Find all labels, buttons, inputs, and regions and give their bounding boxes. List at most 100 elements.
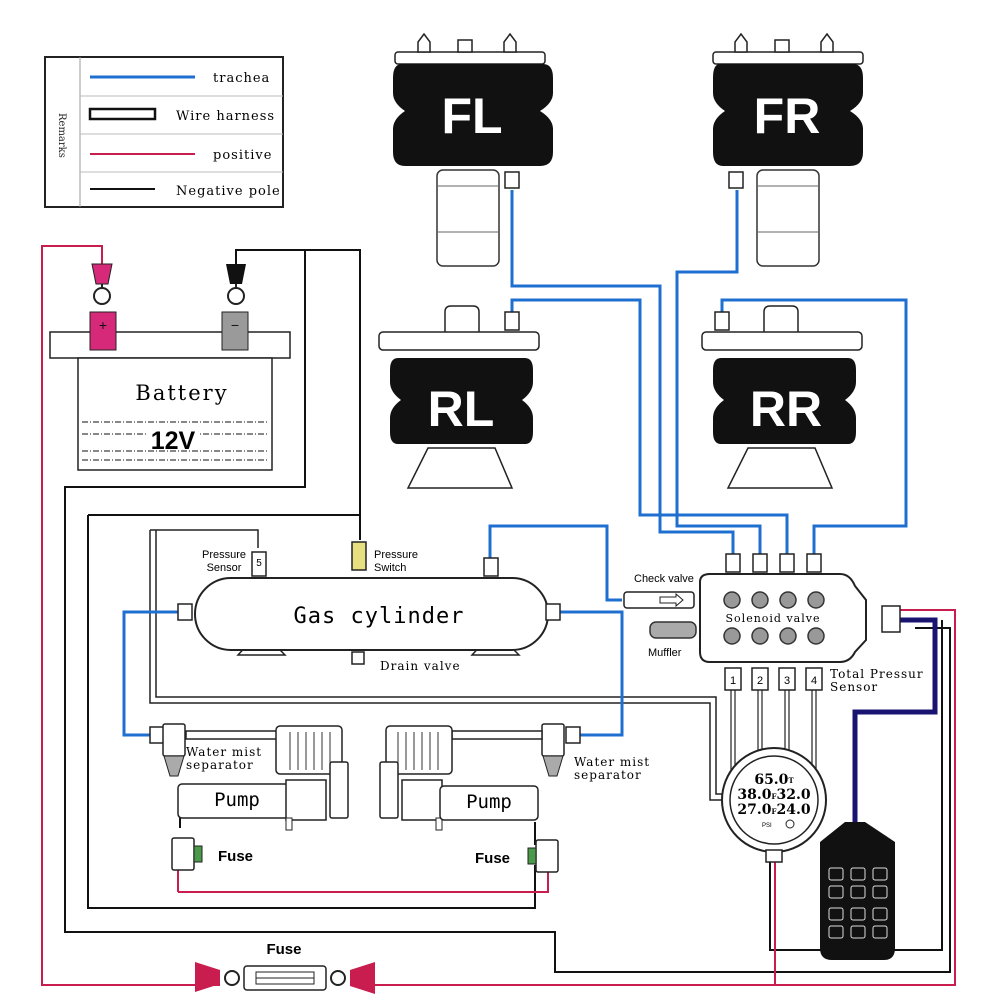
legend-trachea-label: trachea	[213, 71, 270, 86]
remote-button-1[interactable]	[828, 867, 844, 881]
remote-button-10[interactable]	[828, 925, 844, 939]
gauge-mid-left: 38.0	[737, 787, 771, 803]
remote-control	[820, 822, 895, 960]
solenoid-4b	[807, 627, 825, 645]
solenoid-3b	[779, 627, 797, 645]
gauge-bottom-right: 24.0	[776, 802, 810, 818]
main-fuse: Fuse	[195, 941, 375, 994]
left-separator-fitting	[149, 726, 165, 744]
right-water-mist-separator	[541, 723, 565, 757]
battery-negative-terminal	[221, 311, 249, 351]
battery-negative-symbol: −	[231, 317, 239, 333]
remote-cable	[852, 617, 938, 822]
svg-text:38.0F32.0: 38.0F32.0	[737, 787, 810, 803]
right-separator-label-line2: separator	[574, 768, 642, 782]
battery-positive-terminal	[89, 311, 117, 351]
legend-wire-harness-label: Wire harness	[176, 109, 275, 124]
positive-wiring	[41, 245, 956, 986]
gauge-button[interactable]	[785, 819, 795, 829]
total-pressure-sensor-label-line1: Total Pressur	[830, 667, 924, 681]
remote-button-5[interactable]	[850, 885, 866, 899]
gauge-mid-right: 32.0	[776, 787, 810, 803]
positive-ring-terminal	[91, 263, 113, 285]
drain-valve	[351, 651, 365, 665]
solenoid-2b	[751, 627, 769, 645]
gauge-bottom-left: 27.0	[737, 802, 771, 818]
remote-button-9[interactable]	[872, 907, 888, 921]
negative-ring-terminal	[226, 264, 246, 284]
gauge-bottom-unit: F	[772, 807, 777, 816]
solenoid-2a	[751, 591, 769, 609]
sensor-port-3: 3	[784, 675, 790, 687]
valve-block: Solenoid valve Check valve Muffler 1 2 3…	[623, 553, 924, 770]
gauge-top-value: 65.0	[754, 772, 788, 788]
check-valve-label: Check valve	[634, 573, 694, 585]
left-compressor-head	[275, 725, 343, 775]
sensor-port-2: 2	[757, 675, 763, 687]
remote-button-12[interactable]	[872, 925, 888, 939]
pressure-switch-label-line2: Switch	[374, 562, 406, 574]
battery: + − Battery 12V	[49, 263, 291, 471]
valve-port-4	[806, 553, 822, 573]
gauge-mid-unit: F	[772, 792, 777, 801]
remote-button-11[interactable]	[850, 925, 866, 939]
right-fuse-label: Fuse	[475, 850, 510, 867]
remote-button-6[interactable]	[872, 885, 888, 899]
right-compressor-head	[385, 725, 453, 775]
sensor-port-4: 4	[811, 675, 817, 687]
valve-port-1	[725, 553, 741, 573]
air-spring-fl: FL	[393, 32, 553, 267]
svg-text:65.0T: 65.0T	[754, 772, 794, 788]
left-fuse	[171, 837, 195, 871]
air-spring-rl-fitting	[504, 311, 520, 331]
air-spring-fr-fitting	[728, 171, 744, 189]
pressure-gauge: 65.0T 38.0F32.0 27.0F24.0 PSI	[721, 747, 827, 863]
sensor-port-1: 1	[730, 675, 736, 687]
legend-heading: Remarks	[56, 113, 67, 158]
legend-negative-label: Negative pole	[176, 184, 281, 199]
air-spring-rr-fitting	[714, 311, 730, 331]
remote-button-7[interactable]	[828, 907, 844, 921]
svg-text:27.0F24.0: 27.0F24.0	[737, 802, 810, 818]
pressure-sensor	[251, 551, 267, 577]
remote-button-4[interactable]	[828, 885, 844, 899]
remote-button-2[interactable]	[850, 867, 866, 881]
air-lines	[122, 190, 908, 737]
legend: Remarks trachea Wire harness positive Ne…	[44, 56, 284, 208]
air-spring-fr-label: FR	[754, 88, 821, 144]
gauge-unit: PSI	[762, 823, 772, 829]
air-spring-fl-label: FL	[441, 88, 502, 144]
tank-left-port	[177, 603, 193, 621]
gas-cylinder: Gas cylinder 5 Pressure Sensor Pressure …	[177, 541, 561, 673]
tank-right-port	[545, 603, 561, 621]
left-fuse-label: Fuse	[218, 848, 253, 865]
pressure-sensor-label-line1: Pressure	[202, 549, 246, 561]
legend-positive-label: positive	[213, 148, 272, 163]
pressure-sensor-label-line2: Sensor	[207, 562, 242, 574]
right-pump-motor	[439, 785, 539, 821]
right-separator-fitting	[565, 726, 581, 744]
battery-positive-symbol: +	[99, 317, 107, 333]
air-spring-rl: RL	[378, 305, 540, 489]
pressure-switch-label-line1: Pressure	[374, 549, 418, 561]
legend-wire-harness-swatch	[88, 107, 157, 121]
air-spring-fr: FR	[712, 32, 864, 267]
left-separator-label-line1: Water mist	[186, 745, 262, 759]
air-spring-rr-label: RR	[750, 381, 822, 437]
air-spring-rr: RR	[701, 305, 863, 489]
solenoid-1a	[723, 591, 741, 609]
main-fuse-label: Fuse	[266, 941, 301, 958]
gauge-top-unit: T	[788, 776, 794, 785]
right-fuse	[535, 839, 559, 873]
remote-buttons	[828, 867, 888, 939]
pressure-sensor-tag: 5	[256, 558, 262, 569]
muffler-label: Muffler	[648, 647, 682, 659]
solenoid-1b	[723, 627, 741, 645]
right-pump-assembly: Water mist separator Pump Fuse	[379, 723, 649, 873]
pressure-switch	[351, 541, 367, 571]
remote-button-8[interactable]	[850, 907, 866, 921]
solenoid-valve-label: Solenoid valve	[726, 612, 821, 625]
remote-button-3[interactable]	[872, 867, 888, 881]
valve-block-connector	[881, 605, 901, 633]
left-water-mist-separator	[162, 723, 186, 757]
